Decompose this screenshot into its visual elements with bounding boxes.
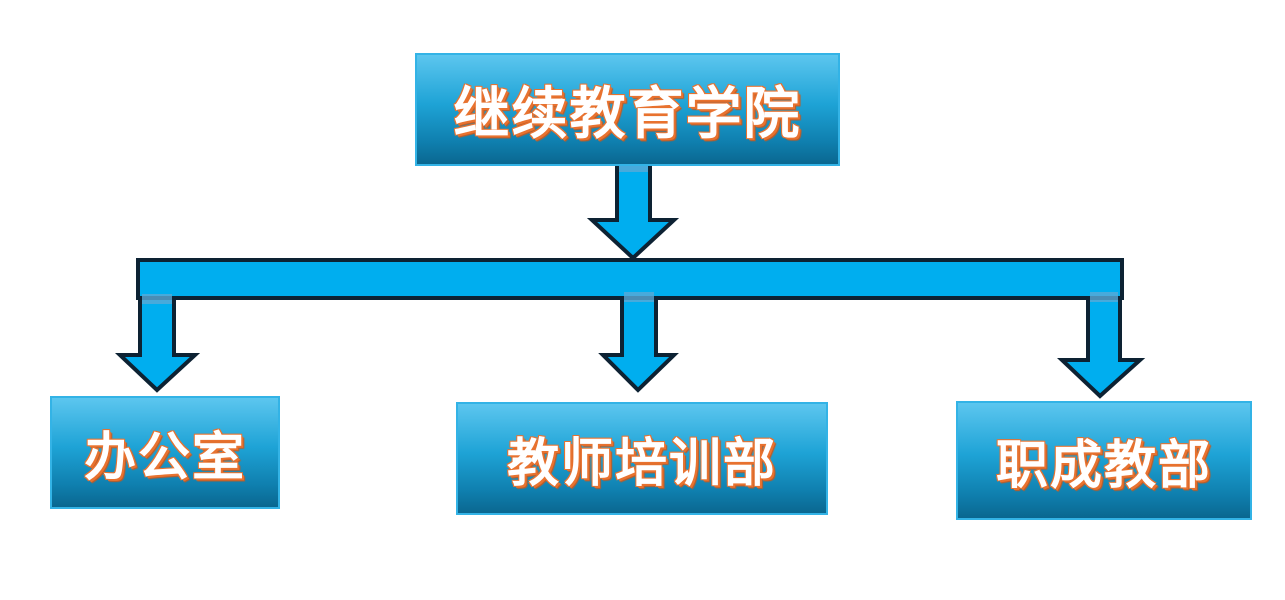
arrow-to-teacher-training [598,296,679,393]
child-node-vocational-dept: 职成教部 [956,401,1252,520]
root-node: 继续教育学院 [415,53,840,166]
arrow-to-vocational-dept [1056,296,1146,399]
arrow-to-office [114,296,201,393]
child-node-label: 职成教部 [995,436,1212,496]
child-node-label: 办公室 [83,428,246,488]
child-node-teacher-training: 教师培训部 [456,402,828,515]
top-down-arrow [586,158,680,261]
root-node-label: 继续教育学院 [453,82,802,147]
child-node-office: 办公室 [50,396,280,509]
child-node-label: 教师培训部 [506,434,777,494]
